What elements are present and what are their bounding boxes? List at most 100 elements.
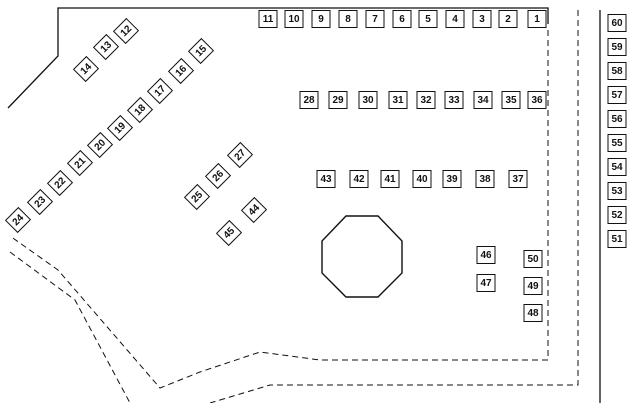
plot-38: 38: [475, 170, 495, 188]
plot-number: 56: [611, 114, 623, 125]
plot-35: 35: [501, 91, 521, 109]
plot-box: [418, 10, 438, 28]
plot-11: 11: [258, 10, 278, 28]
plot-15: 15: [187, 37, 215, 65]
plot-number: 40: [416, 174, 428, 185]
plot-13: 13: [92, 33, 120, 61]
plot-box: [388, 91, 408, 109]
plot-number: 34: [477, 95, 489, 106]
plot-30: 30: [358, 91, 378, 109]
plot-box: [328, 91, 348, 109]
plot-number: 29: [332, 95, 344, 106]
plot-41: 41: [380, 170, 400, 188]
plot-5: 5: [418, 10, 438, 28]
plot-number: 37: [512, 174, 524, 185]
boundary-top-line: [7, 7, 549, 109]
plot-12: 12: [112, 17, 140, 45]
plot-box: [472, 10, 492, 28]
plot-32: 32: [416, 91, 436, 109]
plot-number: 28: [303, 95, 315, 106]
inner-dashed-path: [9, 30, 549, 389]
plot-number: 8: [345, 14, 351, 25]
plot-number: 48: [527, 308, 539, 319]
plot-55: 55: [607, 134, 627, 152]
plot-box: [86, 131, 114, 159]
plot-21: 21: [66, 149, 94, 177]
plot-box: [167, 57, 195, 85]
plot-number: 43: [320, 174, 332, 185]
plot-3: 3: [472, 10, 492, 28]
plot-box: [183, 183, 211, 211]
plot-6: 6: [392, 10, 412, 28]
plot-31: 31: [388, 91, 408, 109]
plot-49: 49: [523, 277, 543, 295]
plot-box: [523, 277, 543, 295]
plot-box: [416, 91, 436, 109]
plot-box: [444, 91, 464, 109]
plot-box: [445, 10, 465, 28]
plot-9: 9: [311, 10, 331, 28]
plot-number: 50: [527, 254, 539, 265]
plot-10: 10: [284, 10, 304, 28]
plot-box: [476, 246, 496, 264]
plot-27: 27: [226, 141, 254, 169]
plot-number: 2: [505, 14, 511, 25]
plot-box: [476, 274, 496, 292]
plot-box: [380, 170, 400, 188]
plot-number: 31: [392, 95, 404, 106]
plot-box: [607, 158, 627, 176]
plot-number: 30: [362, 95, 374, 106]
plot-box: [226, 141, 254, 169]
plot-16: 16: [167, 57, 195, 85]
plot-box: [501, 91, 521, 109]
plot-54: 54: [607, 158, 627, 176]
plot-box: [126, 96, 154, 124]
plot-box: [92, 33, 120, 61]
plot-37: 37: [508, 170, 528, 188]
plot-box: [316, 170, 336, 188]
plot-box: [358, 91, 378, 109]
plot-51: 51: [607, 230, 627, 248]
plot-number: 39: [446, 174, 458, 185]
plot-box: [475, 170, 495, 188]
plot-box: [4, 206, 32, 234]
plot-1: 1: [527, 10, 547, 28]
plot-box: [338, 10, 358, 28]
plot-box: [365, 10, 385, 28]
plot-box: [392, 10, 412, 28]
plot-number: 49: [527, 281, 539, 292]
dashed-paths: [9, 10, 579, 403]
plot-box: [146, 77, 174, 105]
plot-box: [607, 62, 627, 80]
plot-box: [299, 91, 319, 109]
octagon-feature: [321, 215, 403, 298]
plot-46: 46: [476, 246, 496, 264]
plot-number: 38: [479, 174, 491, 185]
plot-59: 59: [607, 38, 627, 56]
plot-18: 18: [126, 96, 154, 124]
plot-number: 55: [611, 138, 623, 149]
plot-60: 60: [607, 14, 627, 32]
plot-box: [112, 17, 140, 45]
plot-number: 46: [480, 250, 492, 261]
plot-number: 35: [505, 95, 517, 106]
plot-box: [607, 14, 627, 32]
plot-2: 2: [498, 10, 518, 28]
plot-number: 7: [372, 14, 378, 25]
plot-34: 34: [473, 91, 493, 109]
plot-box: [607, 182, 627, 200]
plot-box: [26, 188, 54, 216]
plot-number: 57: [611, 90, 623, 101]
plot-box: [46, 169, 74, 197]
plot-number: 3: [479, 14, 485, 25]
plot-box: [240, 196, 268, 224]
plot-box: [349, 170, 369, 188]
plot-23: 23: [26, 188, 54, 216]
left-dashed-path: [9, 251, 131, 403]
plot-number: 4: [452, 14, 458, 25]
plot-box: [187, 37, 215, 65]
plot-number: 58: [611, 66, 623, 77]
plot-29: 29: [328, 91, 348, 109]
plot-number: 9: [318, 14, 324, 25]
